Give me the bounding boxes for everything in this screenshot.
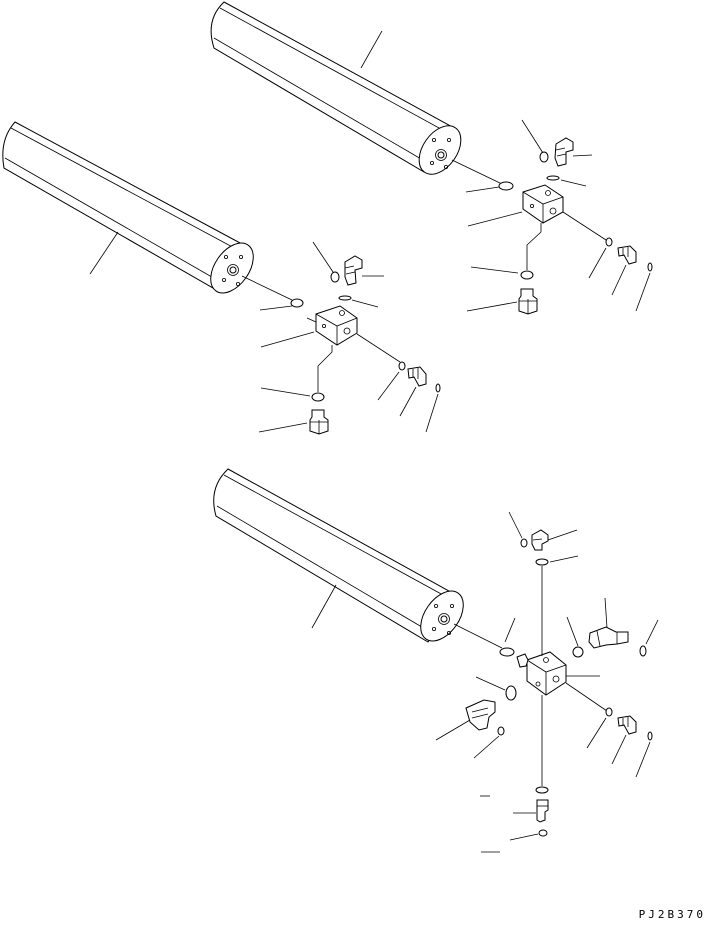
filter-cylinder <box>210 1 462 175</box>
elbow-fitting <box>588 626 629 649</box>
plug <box>309 409 329 435</box>
o-ring <box>398 361 406 371</box>
mounting-block <box>526 651 567 696</box>
filter-assembly-upper-left <box>2 121 441 435</box>
elbow-fitting <box>516 653 529 668</box>
o-ring <box>572 646 584 658</box>
filter-cylinder <box>2 121 254 294</box>
o-ring <box>338 295 352 301</box>
filter-assembly-lower <box>213 468 659 853</box>
elbow-fitting <box>531 529 549 551</box>
o-ring <box>546 175 560 181</box>
elbow-fitting <box>554 137 574 167</box>
o-ring <box>535 786 549 794</box>
o-ring <box>539 151 549 163</box>
o-ring <box>535 558 549 566</box>
o-ring <box>505 685 517 701</box>
plug <box>536 799 549 823</box>
o-ring <box>311 392 325 402</box>
o-ring <box>435 383 441 393</box>
o-ring <box>647 262 653 272</box>
plug <box>518 288 538 315</box>
filter-cylinder <box>213 468 464 643</box>
o-ring <box>647 731 653 741</box>
mounting-block <box>315 305 358 346</box>
o-ring <box>605 237 613 247</box>
filter-assembly-upper-right <box>210 1 653 315</box>
o-ring <box>497 726 505 736</box>
elbow-fitting <box>465 699 496 731</box>
elbow-fitting <box>407 366 427 387</box>
o-ring <box>538 829 548 837</box>
elbow-fitting <box>617 715 637 735</box>
o-ring <box>639 645 647 657</box>
drawing-code: PJ2B370 <box>638 908 706 921</box>
o-ring <box>520 538 528 548</box>
o-ring <box>520 270 534 280</box>
o-ring <box>605 707 613 717</box>
mounting-block <box>522 184 564 224</box>
elbow-fitting <box>617 245 637 265</box>
o-ring <box>290 298 304 308</box>
o-ring <box>330 271 340 283</box>
elbow-fitting <box>344 255 363 286</box>
o-ring <box>498 181 514 191</box>
o-ring <box>499 647 515 657</box>
